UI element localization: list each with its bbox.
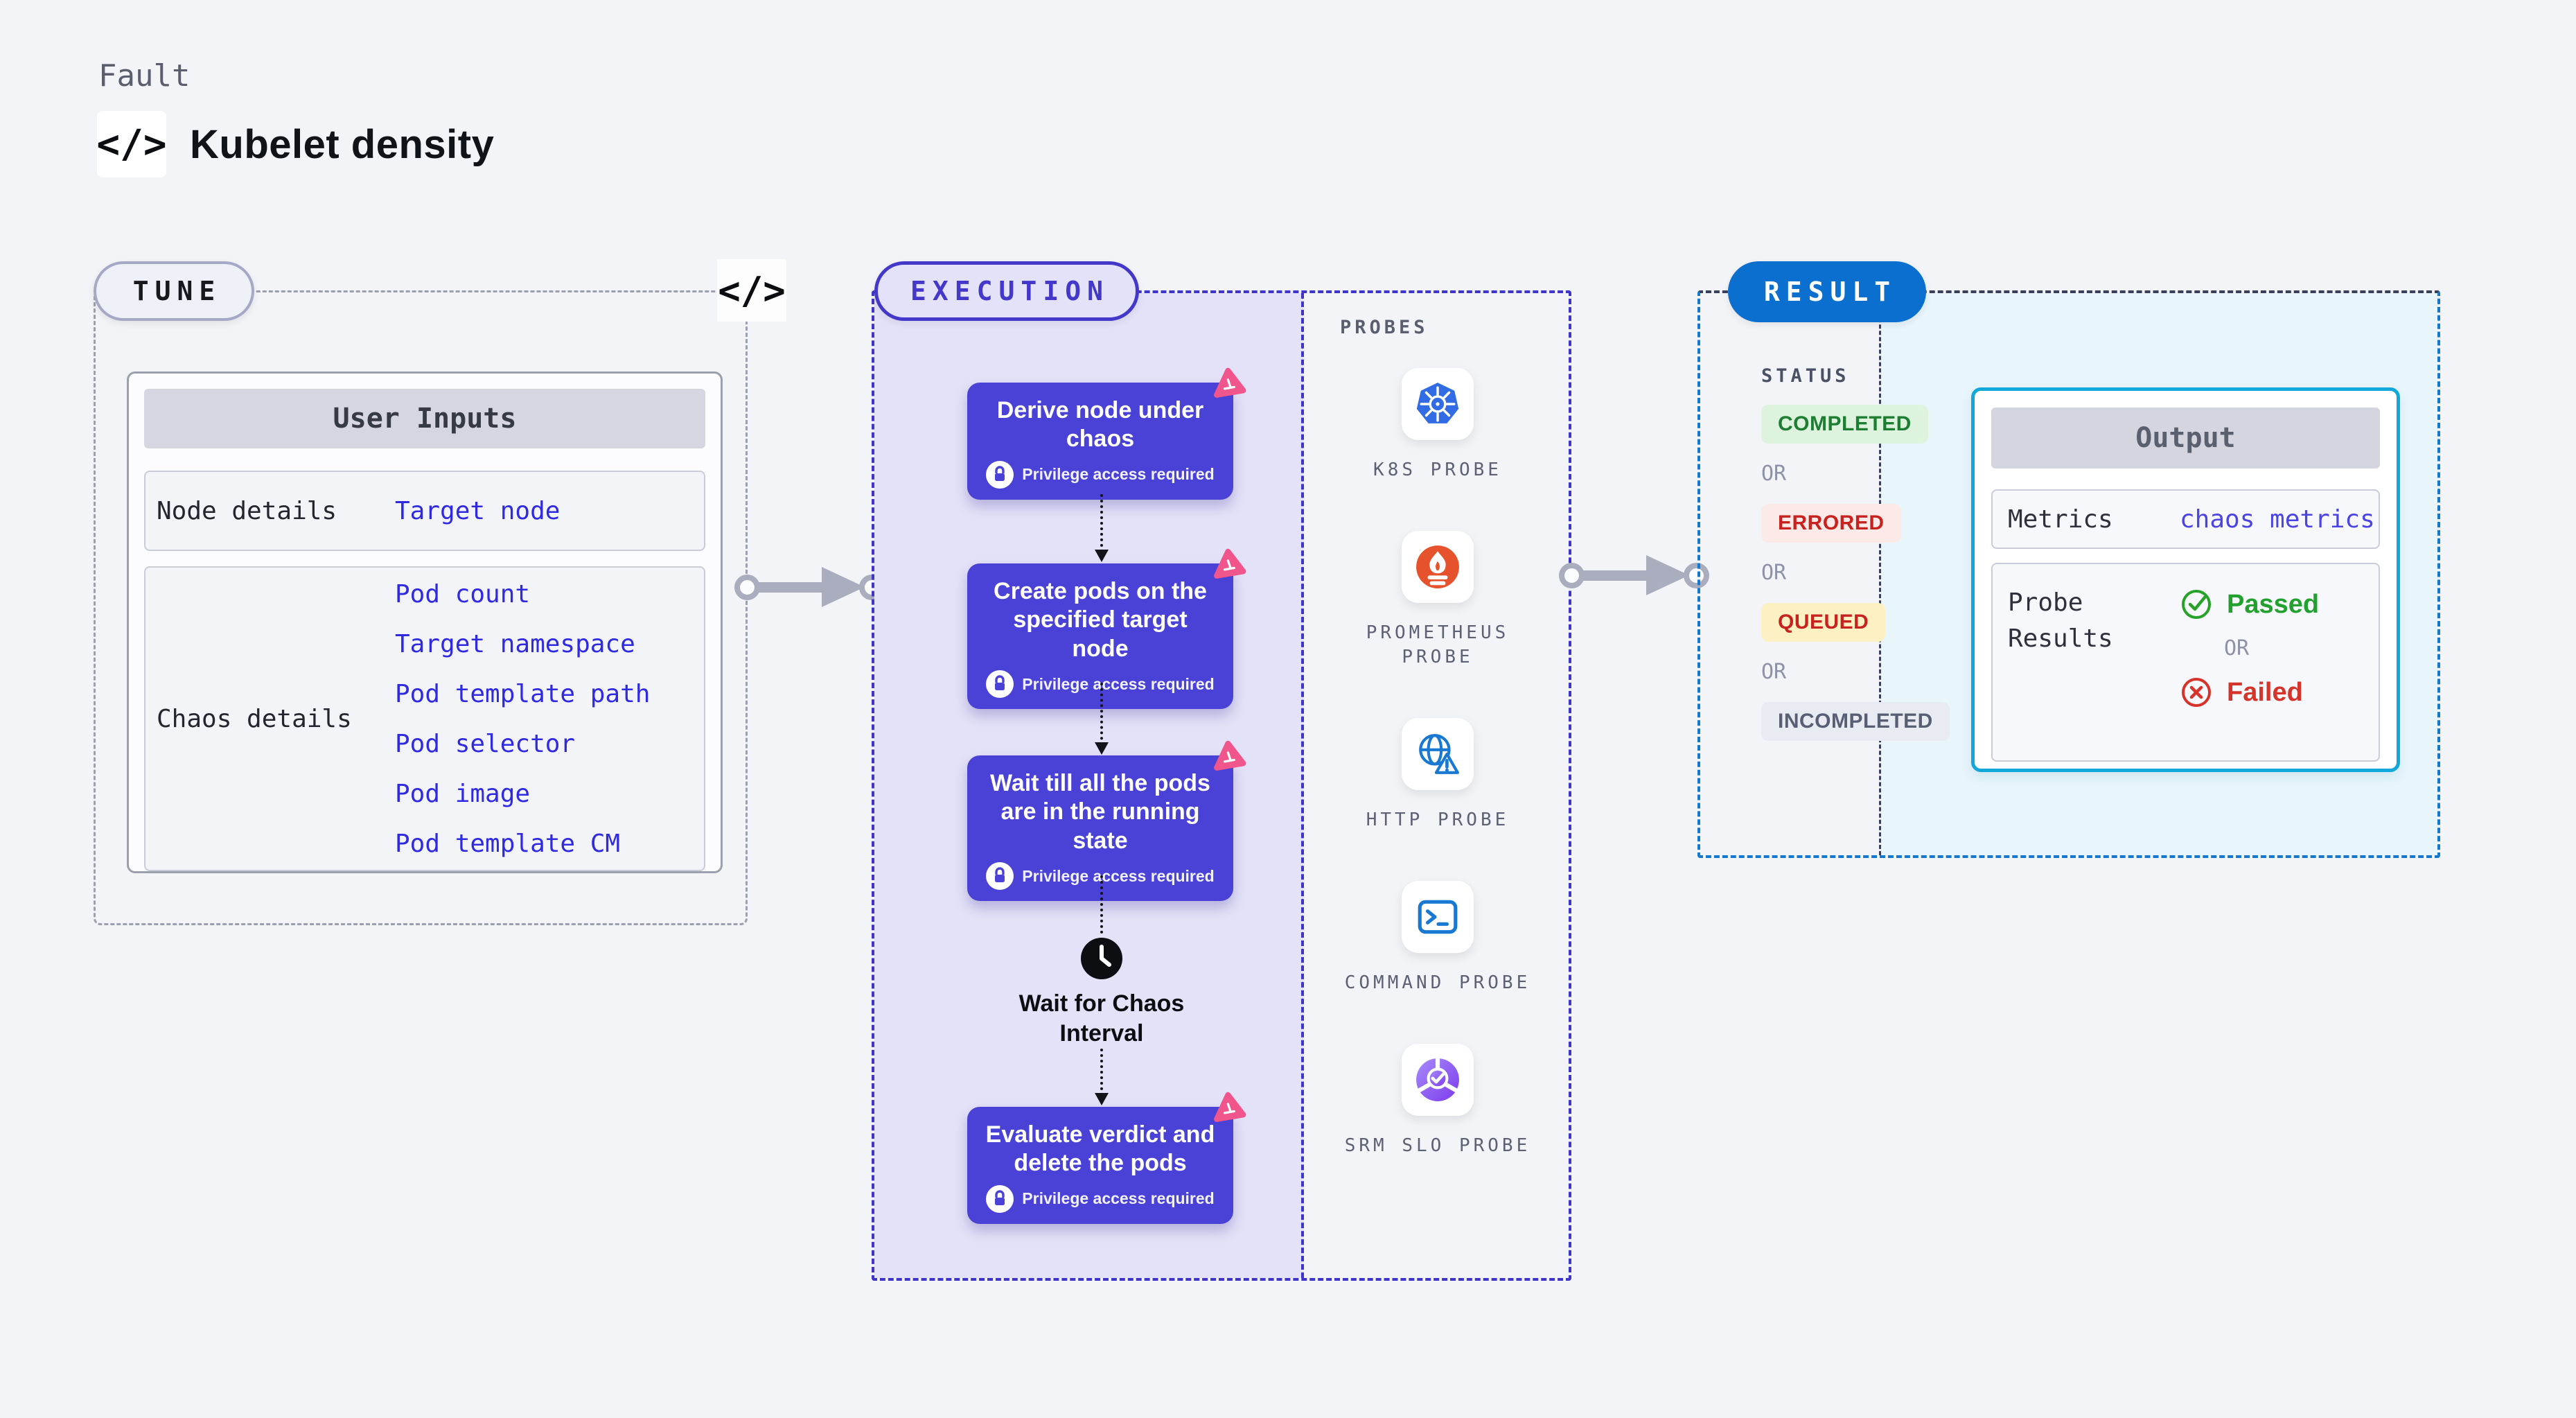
user-inputs-title: User Inputs [144, 389, 705, 448]
result-divider [1879, 293, 1881, 855]
probe-name: K8S PROBE [1373, 459, 1502, 480]
privilege-note: Privilege access required [1022, 866, 1215, 885]
globe-warning-icon [1419, 734, 1459, 775]
flow-connector [1100, 875, 1103, 934]
probe-name: HTTP PROBE [1366, 809, 1510, 831]
status-badge-completed: COMPLETED [1761, 405, 1928, 444]
arrow-tune-to-execution [734, 566, 887, 608]
link-target-node[interactable]: Target node [395, 496, 561, 525]
litmus-chaos-icon [1214, 740, 1246, 771]
link-pod-count[interactable]: Pod count [395, 579, 531, 609]
x-circle-icon [2182, 678, 2211, 707]
wait-interval-node: Wait for Chaos Interval [1011, 936, 1192, 1048]
link-pod-template-cm[interactable]: Pod template CM [395, 829, 621, 858]
flow-connector [1095, 494, 1109, 562]
execution-section: Derive node under chaos Privilege access… [872, 290, 1571, 1281]
prometheus-icon [1416, 545, 1459, 589]
status-column: STATUS COMPLETED OR ERRORED OR QUEUED OR… [1761, 365, 1950, 741]
chaos-metrics-link[interactable]: chaos metrics [2180, 505, 2375, 534]
probe-item-prometheus: PROMETHEUS PROBE [1341, 531, 1535, 669]
verdict-passed: Passed [2180, 588, 2319, 621]
flow-connector [1095, 683, 1109, 755]
kubernetes-icon [1416, 383, 1459, 423]
lock-icon [986, 862, 1014, 891]
metrics-row: Metrics chaos metrics [1991, 489, 2380, 549]
step-title: Evaluate verdict and delete the pods [985, 1121, 1215, 1177]
step-title: Wait till all the pods are in the runnin… [990, 770, 1210, 854]
terminal-icon [1418, 900, 1458, 934]
probe-name: COMMAND PROBE [1344, 972, 1531, 994]
status-badge-queued: QUEUED [1761, 603, 1886, 642]
failed-label: Failed [2227, 677, 2303, 707]
litmus-chaos-icon [1214, 367, 1246, 398]
metrics-label: Metrics [2008, 505, 2113, 534]
step-derive-node: Derive node under chaos Privilege access… [967, 367, 1246, 500]
probe-results-label: Probe Results [2008, 588, 2113, 654]
result-section: STATUS COMPLETED OR ERRORED OR QUEUED OR… [1697, 290, 2440, 858]
privilege-note: Privilege access required [1022, 674, 1215, 693]
step-evaluate-verdict: Evaluate verdict and delete the pods Pri… [967, 1092, 1246, 1224]
arrow-execution-to-result [1559, 554, 1711, 596]
link-pod-template-path[interactable]: Pod template path [395, 679, 651, 708]
lock-icon [986, 460, 1014, 489]
probe-item-k8s: K8S PROBE [1341, 368, 1535, 482]
status-title: STATUS [1761, 365, 1850, 387]
privilege-note: Privilege access required [1022, 465, 1215, 484]
status-badge-incompleted: INCOMPLETED [1761, 702, 1950, 741]
status-badge-errored: ERRORED [1761, 504, 1901, 543]
tune-section-pill: TUNE [94, 261, 254, 321]
user-inputs-card: User Inputs Node details Target node Cha… [127, 371, 723, 873]
or-label: OR [1761, 660, 1787, 684]
flow-connector [1095, 1049, 1109, 1105]
execution-section-pill: EXECUTION [874, 261, 1139, 321]
probe-item-http: HTTP PROBE [1341, 718, 1535, 832]
step-wait-pods-running: Wait till all the pods are in the runnin… [967, 740, 1246, 902]
check-circle-icon [2182, 590, 2211, 619]
or-label: OR [1761, 561, 1787, 585]
link-pod-selector[interactable]: Pod selector [395, 729, 576, 758]
lock-icon [986, 670, 1014, 699]
tune-section [94, 290, 748, 925]
probe-name: SRM SLO PROBE [1344, 1135, 1531, 1157]
output-card: Output Metrics chaos metrics Probe Resul… [1971, 387, 2400, 772]
wait-interval-label: Wait for Chaos Interval [1018, 990, 1185, 1047]
table-row-node-details: Node details Target node [144, 471, 705, 551]
link-pod-image[interactable]: Pod image [395, 779, 531, 808]
passed-label: Passed [2227, 589, 2320, 619]
row-label: Node details [157, 496, 337, 525]
tune-code-icon: </> [717, 259, 786, 322]
step-title: Create pods on the specified target node [994, 578, 1207, 662]
execution-flow-pane: Derive node under chaos Privilege access… [874, 293, 1304, 1278]
probe-item-command: COMMAND PROBE [1341, 881, 1535, 995]
litmus-chaos-icon [1214, 1092, 1246, 1122]
row-label: Chaos details [157, 704, 352, 733]
privilege-note: Privilege access required [1022, 1189, 1215, 1208]
probes-title: PROBES [1340, 317, 1429, 338]
fault-kicker: Fault [98, 58, 191, 94]
link-target-namespace[interactable]: Target namespace [395, 629, 635, 658]
verdict-failed: Failed [2180, 676, 2319, 709]
code-icon: </> [96, 111, 167, 177]
clock-icon [1081, 938, 1122, 979]
or-label: OR [2224, 636, 2250, 660]
probe-results-row: Probe Results Passed OR [1991, 563, 2380, 762]
output-title: Output [1991, 408, 2380, 469]
slo-pie-check-icon [1416, 1058, 1459, 1102]
step-create-pods: Create pods on the specified target node… [967, 548, 1246, 710]
or-label: OR [1761, 462, 1787, 486]
page-title: Kubelet density [190, 121, 495, 167]
page-header: </> Kubelet density [96, 111, 495, 177]
table-row-chaos-details: Chaos details Pod count Target namespace… [144, 566, 705, 871]
result-section-pill: RESULT [1728, 261, 1926, 322]
probes-pane: PROBES [1307, 293, 1569, 1278]
step-title: Derive node under chaos [996, 397, 1204, 453]
litmus-chaos-icon [1214, 548, 1246, 579]
lock-icon [986, 1184, 1014, 1213]
probe-name: PROMETHEUS PROBE [1366, 622, 1510, 668]
probe-item-srm-slo: SRM SLO PROBE [1341, 1044, 1535, 1158]
